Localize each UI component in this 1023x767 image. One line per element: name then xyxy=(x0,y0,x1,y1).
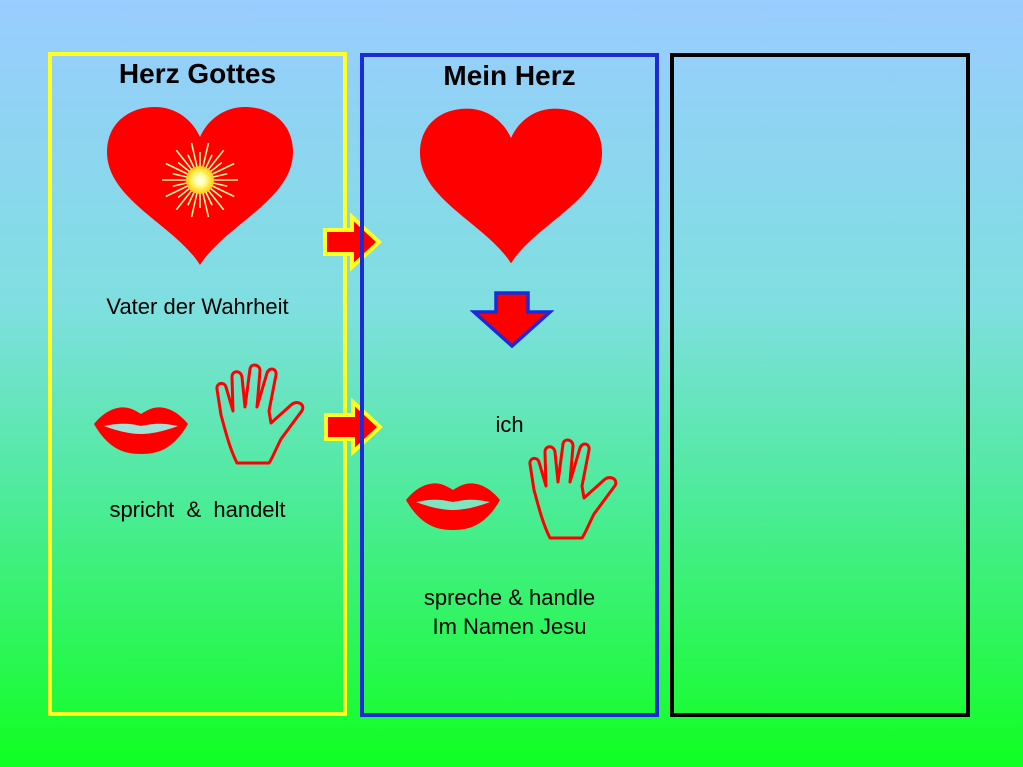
hand-icon xyxy=(215,363,305,465)
middle-action-label: spreche & handle xyxy=(423,585,596,610)
middle-action-sub: Im Namen Jesu xyxy=(432,614,587,639)
lips-icon xyxy=(406,483,500,530)
panel-mein-herz xyxy=(360,53,659,717)
left-panel-title: Herz Gottes xyxy=(118,58,277,89)
arrow-down-icon xyxy=(469,291,555,349)
panel-herz-gottes xyxy=(48,52,347,716)
middle-panel-title: Mein Herz xyxy=(443,60,576,91)
panel-empty xyxy=(670,53,970,717)
left-caption: Vater der Wahrheit xyxy=(106,294,289,319)
hand-icon xyxy=(528,438,618,540)
arrow-right-icon xyxy=(323,212,382,272)
sun-burst-icon xyxy=(162,142,238,218)
arrow-right-icon xyxy=(324,397,383,457)
lips-icon xyxy=(94,407,188,454)
middle-subject: ich xyxy=(495,412,524,437)
left-action-label: spricht & handelt xyxy=(109,497,286,522)
heart-icon xyxy=(419,108,603,264)
